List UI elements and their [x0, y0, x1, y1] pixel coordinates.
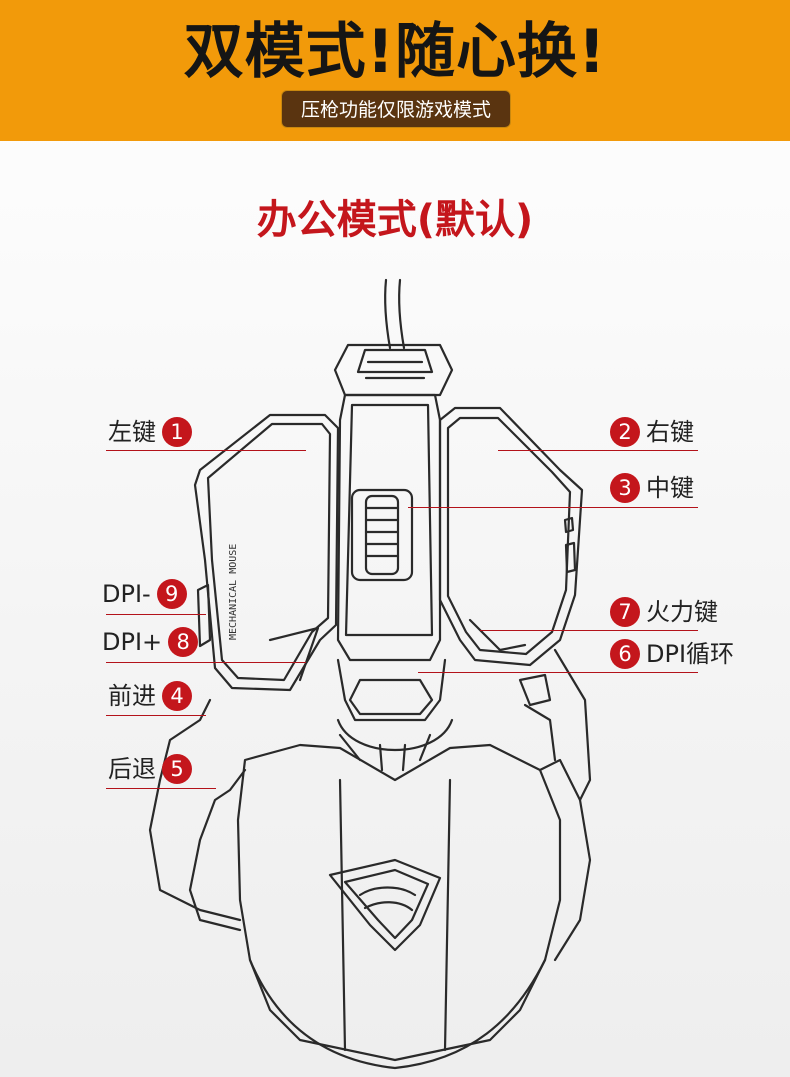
badge-5: 5 [162, 754, 192, 784]
top-banner: 双模式!随心换! 压枪功能仅限游戏模式 [0, 0, 790, 141]
label-middle-key-text: 中键 [646, 474, 694, 502]
leader-middle-key [408, 507, 698, 508]
label-right-key-text: 右键 [646, 418, 694, 446]
mode-title: 办公模式(默认) [256, 197, 534, 243]
leader-back [106, 788, 216, 789]
label-left-key-text: 左键 [108, 418, 156, 446]
label-dpi-cycle-text: DPI循环 [646, 640, 735, 668]
label-fire-key: 7 火力键 [610, 596, 718, 628]
banner-subtitle-pill: 压枪功能仅限游戏模式 [281, 90, 511, 128]
label-dpi-plus-text: DPI+ [102, 628, 163, 656]
leader-dpi-plus [106, 662, 306, 663]
label-back: 后退 5 [108, 753, 192, 785]
badge-1: 1 [162, 417, 192, 447]
leader-dpi-minus [106, 614, 206, 615]
label-dpi-minus-text: DPI- [102, 580, 151, 608]
label-dpi-plus: DPI+ 8 [102, 626, 199, 658]
label-right-key: 2 右键 [610, 416, 694, 448]
label-back-text: 后退 [108, 755, 156, 783]
label-dpi-cycle: 6 DPI循环 [610, 638, 734, 670]
label-dpi-minus: DPI- 9 [102, 578, 187, 610]
label-left-key: 左键 1 [108, 416, 192, 448]
badge-8: 8 [168, 627, 199, 657]
leader-left-key [106, 450, 306, 451]
leader-forward [106, 715, 206, 716]
label-middle-key: 3 中键 [610, 472, 694, 504]
badge-6: 6 [610, 639, 640, 669]
label-forward-text: 前进 [108, 682, 156, 710]
badge-4: 4 [162, 681, 192, 711]
leader-right-key [498, 450, 698, 451]
badge-2: 2 [610, 417, 640, 447]
banner-title: 双模式!随心换! [183, 17, 607, 87]
mouse-side-text: MECHANICAL MOUSE [228, 544, 239, 640]
badge-9: 9 [156, 579, 187, 609]
badge-3: 3 [610, 473, 640, 503]
leader-dpi-cycle [418, 672, 698, 673]
leader-fire-key [480, 630, 698, 631]
label-forward: 前进 4 [108, 680, 192, 712]
badge-7: 7 [610, 597, 640, 627]
label-fire-key-text: 火力键 [646, 598, 718, 626]
